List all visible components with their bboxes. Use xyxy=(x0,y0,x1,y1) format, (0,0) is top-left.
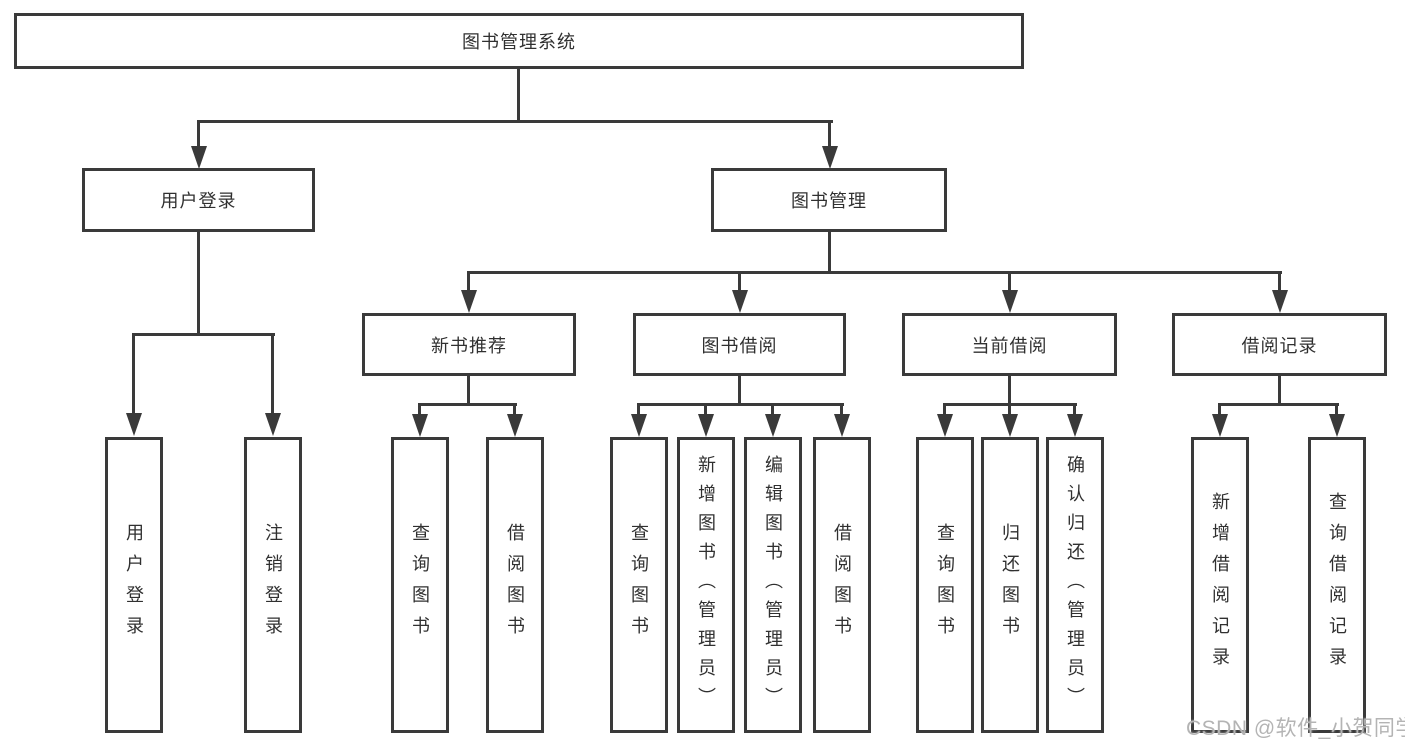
arrow-down-icon xyxy=(631,414,647,437)
arrow-down-icon xyxy=(1272,290,1288,313)
leaf-borrowing-add-books: 新增图书（管理员） xyxy=(677,437,735,733)
connector-line xyxy=(467,271,470,291)
connector-line xyxy=(840,403,843,415)
connector-line xyxy=(1008,271,1011,291)
leaf-recommend-borrow-books-label: 借阅图书 xyxy=(505,523,525,647)
connector-line xyxy=(1218,403,1339,406)
leaf-recommend-borrow-books: 借阅图书 xyxy=(486,437,544,733)
arrow-down-icon xyxy=(265,413,281,436)
arrow-down-icon xyxy=(732,290,748,313)
arrow-down-icon xyxy=(822,146,838,169)
leaf-user-login-label: 用户登录 xyxy=(124,523,144,647)
node-current-borrowing-label: 当前借阅 xyxy=(971,335,1048,356)
connector-line xyxy=(1335,403,1338,415)
leaf-current-query-books: 查询图书 xyxy=(916,437,974,733)
connector-line xyxy=(132,333,135,413)
arrow-down-icon xyxy=(1002,414,1018,437)
leaf-records-add-record-label: 新增借阅记录 xyxy=(1210,492,1230,678)
leaf-current-confirm-return: 确认归还（管理员） xyxy=(1046,437,1104,733)
leaf-logout-label: 注销登录 xyxy=(263,523,283,647)
connector-line xyxy=(132,333,275,336)
leaf-recommend-query-books-label: 查询图书 xyxy=(410,523,430,647)
node-book-borrowing-label: 图书借阅 xyxy=(701,335,778,356)
arrow-down-icon xyxy=(191,146,207,169)
node-current-borrowing: 当前借阅 xyxy=(902,313,1117,376)
node-borrowing-records: 借阅记录 xyxy=(1172,313,1387,376)
node-new-book-recommend: 新书推荐 xyxy=(362,313,576,376)
connector-line xyxy=(943,403,946,415)
connector-line xyxy=(1278,271,1281,291)
node-user-login: 用户登录 xyxy=(82,168,315,232)
connector-line xyxy=(738,376,741,405)
leaf-current-return-books-label: 归还图书 xyxy=(1000,523,1020,647)
leaf-borrowing-query-books-label: 查询图书 xyxy=(629,523,649,647)
connector-line xyxy=(1008,403,1011,415)
leaf-user-login: 用户登录 xyxy=(105,437,163,733)
node-user-login-label: 用户登录 xyxy=(160,191,237,211)
node-book-borrowing: 图书借阅 xyxy=(633,313,846,376)
leaf-borrowing-edit-books: 编辑图书（管理员） xyxy=(744,437,802,733)
leaf-borrowing-borrow-books-label: 借阅图书 xyxy=(832,523,852,647)
arrow-down-icon xyxy=(834,414,850,437)
connector-line xyxy=(1008,376,1011,405)
connector-line xyxy=(517,69,520,122)
connector-line xyxy=(1278,376,1281,405)
connector-line xyxy=(1218,403,1221,415)
leaf-current-return-books: 归还图书 xyxy=(981,437,1039,733)
connector-line xyxy=(271,333,274,413)
connector-line xyxy=(738,271,741,291)
csdn-watermark: CSDN @软件_小贺同学 xyxy=(1186,717,1405,740)
connector-line xyxy=(197,120,833,123)
arrow-down-icon xyxy=(461,290,477,313)
node-root-label: 图书管理系统 xyxy=(462,32,576,52)
leaf-logout: 注销登录 xyxy=(244,437,302,733)
connector-line xyxy=(513,403,516,415)
node-book-management-label: 图书管理 xyxy=(791,191,867,211)
connector-line xyxy=(704,403,707,415)
arrow-down-icon xyxy=(1329,414,1345,437)
leaf-current-query-books-label: 查询图书 xyxy=(935,523,955,647)
node-root: 图书管理系统 xyxy=(14,13,1024,69)
connector-line xyxy=(637,403,640,415)
arrow-down-icon xyxy=(937,414,953,437)
leaf-borrowing-borrow-books: 借阅图书 xyxy=(813,437,871,733)
arrow-down-icon xyxy=(412,414,428,437)
arrow-down-icon xyxy=(698,414,714,437)
connector-line xyxy=(418,403,421,415)
leaf-borrowing-add-books-label: 新增图书（管理员） xyxy=(696,454,716,716)
connector-line xyxy=(1073,403,1076,415)
leaf-current-confirm-return-label: 确认归还（管理员） xyxy=(1065,454,1085,716)
arrow-down-icon xyxy=(126,413,142,436)
arrow-down-icon xyxy=(507,414,523,437)
connector-line xyxy=(828,232,831,273)
leaf-records-add-record: 新增借阅记录 xyxy=(1191,437,1249,733)
arrow-down-icon xyxy=(1002,290,1018,313)
connector-line xyxy=(828,120,831,148)
arrow-down-icon xyxy=(765,414,781,437)
arrow-down-icon xyxy=(1212,414,1228,437)
node-book-management: 图书管理 xyxy=(711,168,947,232)
leaf-recommend-query-books: 查询图书 xyxy=(391,437,449,733)
connector-line xyxy=(467,376,470,405)
connector-line xyxy=(467,271,1282,274)
connector-line xyxy=(197,232,200,335)
connector-line xyxy=(637,403,844,406)
node-new-book-recommend-label: 新书推荐 xyxy=(431,335,507,356)
node-borrowing-records-label: 借阅记录 xyxy=(1241,335,1318,356)
connector-line xyxy=(771,403,774,415)
arrow-down-icon xyxy=(1067,414,1083,437)
leaf-borrowing-edit-books-label: 编辑图书（管理员） xyxy=(763,454,783,716)
leaf-records-query-record-label: 查询借阅记录 xyxy=(1327,492,1347,678)
leaf-records-query-record: 查询借阅记录 xyxy=(1308,437,1366,733)
connector-line xyxy=(197,120,200,148)
leaf-borrowing-query-books: 查询图书 xyxy=(610,437,668,733)
connector-line xyxy=(418,403,517,406)
